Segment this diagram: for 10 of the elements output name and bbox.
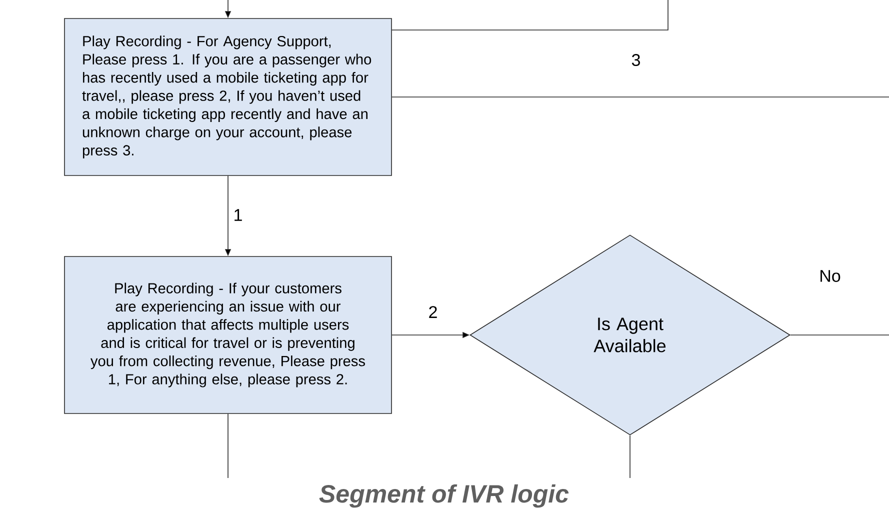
process-box: Play Recording - If your customers are experiencing an issue with our application that affects multiple users and is critical for travel or is preventing you from collecting revenue, Please press 1, For anything else, please press 2.: [64, 256, 392, 414]
edge-label: 1: [232, 208, 244, 222]
edge-label: 3: [630, 52, 642, 68]
caption: Segment of IVR logic: [319, 484, 569, 508]
connector-line: [392, 96, 889, 98]
connector-line: [392, 0, 668, 30]
edge-label: 2: [427, 305, 439, 319]
process-box: Play Recording - For Agency Support, Please press 1. If you are a passenger who has recently used a mobile ticketing app for travel,, please press 2, If you haven’t used a mobile ticketing app recently and have an unknown charge on your account, please press 3.: [64, 18, 392, 176]
connector-line: [790, 334, 889, 336]
edge-label: No: [818, 269, 842, 283]
